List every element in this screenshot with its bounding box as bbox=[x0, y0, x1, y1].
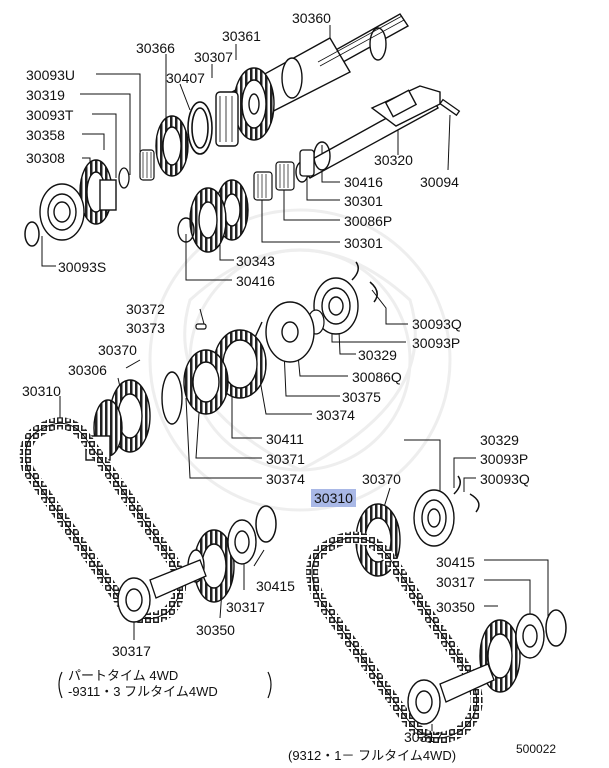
gear-30343 bbox=[189, 179, 249, 253]
needle-bearing-30319 bbox=[139, 149, 155, 181]
bearing-30317a bbox=[227, 519, 257, 565]
part-label[interactable]: 30094 bbox=[420, 174, 459, 190]
snap-ring-30093T bbox=[118, 167, 130, 189]
bearing-30329b bbox=[413, 489, 455, 547]
part-label[interactable]: 30093P bbox=[480, 451, 529, 467]
snap-ring-30415a bbox=[255, 505, 277, 543]
washer-30416b bbox=[177, 217, 195, 243]
part-label[interactable]: 30310 bbox=[22, 383, 61, 399]
part-label[interactable]: 30317 bbox=[404, 729, 443, 745]
gear-30308 bbox=[79, 159, 117, 225]
part-label[interactable]: 30373 bbox=[126, 320, 165, 336]
gear-30361 bbox=[233, 67, 275, 141]
part-label[interactable]: 30093U bbox=[26, 67, 76, 83]
part-label[interactable]: 30317 bbox=[112, 643, 151, 659]
pin-30094 bbox=[439, 98, 461, 117]
part-label[interactable]: 30375 bbox=[342, 389, 381, 405]
leader-lines bbox=[41, 25, 549, 740]
hub-30371 bbox=[183, 349, 229, 415]
diagram-id: 500022 bbox=[516, 742, 557, 756]
part-label[interactable]: 30093T bbox=[26, 107, 74, 123]
part-label[interactable]: 30307 bbox=[194, 49, 233, 65]
snap-ring-30093S bbox=[24, 221, 40, 247]
part-label[interactable]: 30350 bbox=[436, 599, 475, 615]
part-label[interactable]: 30317 bbox=[436, 574, 475, 590]
part-label[interactable]: 30374 bbox=[316, 407, 355, 423]
spacer-30301a bbox=[299, 149, 315, 177]
plate-30375 bbox=[265, 301, 315, 363]
part-label[interactable]: 30093Q bbox=[412, 316, 462, 332]
part-label[interactable]: 30306 bbox=[68, 362, 107, 378]
ring-30373 bbox=[161, 371, 183, 425]
snap-ring-30093P-a bbox=[351, 261, 359, 281]
part-label[interactable]: 30086Q bbox=[352, 369, 402, 385]
part-label[interactable]: 30415 bbox=[256, 578, 295, 594]
part-label[interactable]: 30371 bbox=[266, 451, 305, 467]
ring-30407 bbox=[187, 101, 213, 155]
part-label[interactable]: 30320 bbox=[374, 152, 413, 168]
part-label[interactable]: 30086P bbox=[344, 213, 393, 229]
note-left-line1: パートタイム 4WD bbox=[68, 668, 179, 683]
part-label[interactable]: 30317 bbox=[226, 599, 265, 615]
part-label[interactable]: 30416 bbox=[236, 273, 275, 289]
part-label[interactable]: 30361 bbox=[222, 28, 261, 44]
part-label[interactable]: 30343 bbox=[236, 253, 275, 269]
bearing-30329a bbox=[313, 277, 359, 335]
bearing-30307 bbox=[215, 91, 239, 147]
note-right: (9312・1－ フルタイム4WD) bbox=[288, 748, 457, 763]
part-label[interactable]: 30372 bbox=[126, 301, 165, 317]
part-label[interactable]: 30415 bbox=[436, 554, 475, 570]
shaft-30320 bbox=[295, 85, 441, 183]
snap-ring-30093P-b bbox=[453, 475, 461, 495]
part-label[interactable]: 30366 bbox=[136, 40, 175, 56]
part-label[interactable]: 30093Q bbox=[480, 471, 530, 487]
part-label[interactable]: 30411 bbox=[266, 431, 304, 447]
part-label[interactable]: 30319 bbox=[26, 87, 65, 103]
bearing-30317b bbox=[117, 577, 151, 623]
note-bracket-left bbox=[58, 671, 272, 699]
shaft-stub-left bbox=[149, 559, 207, 599]
key-30372 bbox=[195, 323, 207, 330]
bearing-30317d bbox=[407, 679, 441, 725]
part-label[interactable]: 30370 bbox=[362, 471, 401, 487]
part-label[interactable]: 30093P bbox=[412, 335, 461, 351]
needle-bearing-30086P bbox=[275, 161, 295, 191]
part-label[interactable]: 30358 bbox=[26, 127, 65, 143]
chain-30310a bbox=[19, 417, 186, 625]
needle-bearing-30301b bbox=[253, 171, 273, 201]
snap-ring-30093Q-a bbox=[369, 281, 378, 303]
part-label[interactable]: 30350 bbox=[196, 622, 235, 638]
part-label[interactable]: 30301 bbox=[344, 193, 383, 209]
part-label[interactable]: 30329 bbox=[358, 347, 397, 363]
part-label[interactable]: 30093S bbox=[58, 259, 107, 275]
part-label[interactable]: 30360 bbox=[292, 10, 331, 26]
gear-30366 bbox=[155, 115, 189, 177]
part-label[interactable]: 30374 bbox=[266, 471, 305, 487]
part-label[interactable]: 30329 bbox=[480, 432, 519, 448]
snap-ring-30415b bbox=[545, 609, 567, 647]
shaft-stub-right bbox=[439, 663, 495, 703]
part-label[interactable]: 30416 bbox=[344, 174, 383, 190]
bearing-30317c bbox=[515, 613, 545, 659]
chain-30310b bbox=[306, 531, 483, 744]
part-label[interactable]: 30370 bbox=[98, 342, 137, 358]
snap-ring-30093Q-b bbox=[469, 493, 480, 513]
bearing-30358 bbox=[39, 183, 85, 241]
part-label[interactable]: 30301 bbox=[344, 235, 383, 251]
part-label[interactable]: 30407 bbox=[166, 70, 205, 86]
part-label[interactable]: 30308 bbox=[26, 150, 65, 166]
note-left-line2: -9311・3 フルタイム4WD bbox=[68, 684, 218, 699]
part-label-highlighted[interactable]: 30310 bbox=[311, 489, 356, 507]
